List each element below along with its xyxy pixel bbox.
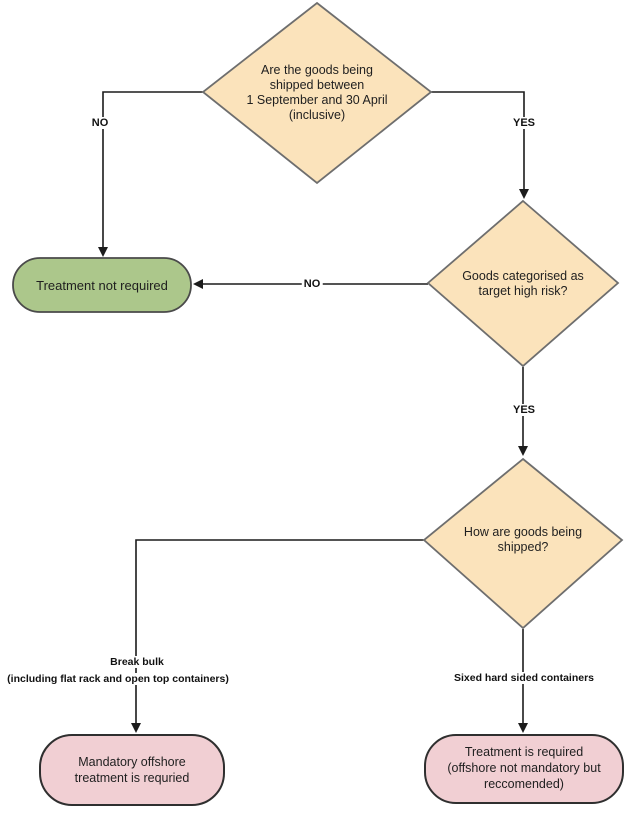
terminal-mandatory-offshore-line: Mandatory offshore [78, 755, 186, 769]
edge-label-no-shipping-window: NO [89, 117, 111, 129]
terminal-shape-mandatory-offshore [39, 734, 225, 806]
decision-diamond-high-risk [426, 199, 620, 368]
decision-shipping-method-line: How are goods being [463, 525, 583, 539]
terminal-required-recommended-text: Treatment is required (offshore not mand… [447, 744, 600, 792]
terminal-not-required-text: Treatment not required [36, 278, 168, 293]
decision-shipping-window-line: (inclusive) [288, 108, 346, 122]
decision-shipping-window-line: Are the goods being [261, 63, 373, 77]
edge-label-break-bulk-detail: (including flat rack and open top contai… [5, 673, 231, 685]
terminal-required-recommended-line: Treatment is required [464, 745, 584, 759]
arrowhead-into-shipping-method [518, 446, 528, 456]
decision-shipping-window-line: shipped between [269, 78, 365, 92]
edge-label-sized-containers: Sixed hard sided containers [451, 672, 597, 684]
terminal-shape-not-required [12, 257, 192, 313]
edge-label-yes-high-risk: YES [510, 404, 538, 416]
decision-shipping-window-line: 1 September and 30 April [246, 93, 388, 107]
edge-break-bulk [135, 539, 424, 724]
edge-label-break-bulk: Break bulk [108, 656, 166, 668]
arrowhead-into-not-required-top [98, 247, 108, 257]
edge-no-from-shipping-window [102, 91, 204, 248]
terminal-mandatory-offshore-line: treatment is requried [74, 771, 190, 785]
arrowhead-into-not-required-right [193, 279, 203, 289]
decision-diamond-shipping-window [201, 1, 433, 185]
terminal-required-recommended-line: (offshore not mandatory but [447, 761, 601, 775]
terminal-mandatory-offshore-text: Mandatory offshore treatment is requried [75, 754, 190, 786]
arrowhead-into-high-risk [519, 189, 529, 199]
decision-high-risk-text: Goods categorised as target high risk? [462, 269, 584, 299]
edge-label-yes-shipping-window: YES [510, 117, 538, 129]
edge-yes-from-shipping-window [430, 91, 525, 191]
decision-shipping-method-line: shipped? [497, 540, 549, 554]
decision-shipping-method-text: How are goods being shipped? [464, 525, 582, 555]
decision-high-risk-line: Goods categorised as [462, 269, 584, 283]
edge-label-no-high-risk: NO [301, 278, 323, 290]
arrowhead-into-required-recommended [518, 723, 528, 733]
arrowhead-into-mandatory-offshore [131, 723, 141, 733]
terminal-required-recommended-line: reccomended) [484, 777, 564, 791]
terminal-shape-required-recommended [424, 734, 624, 804]
decision-shipping-window-text: Are the goods being shipped between 1 Se… [246, 63, 387, 123]
decision-high-risk-line: target high risk? [478, 284, 568, 298]
decision-diamond-shipping-method [422, 457, 624, 630]
